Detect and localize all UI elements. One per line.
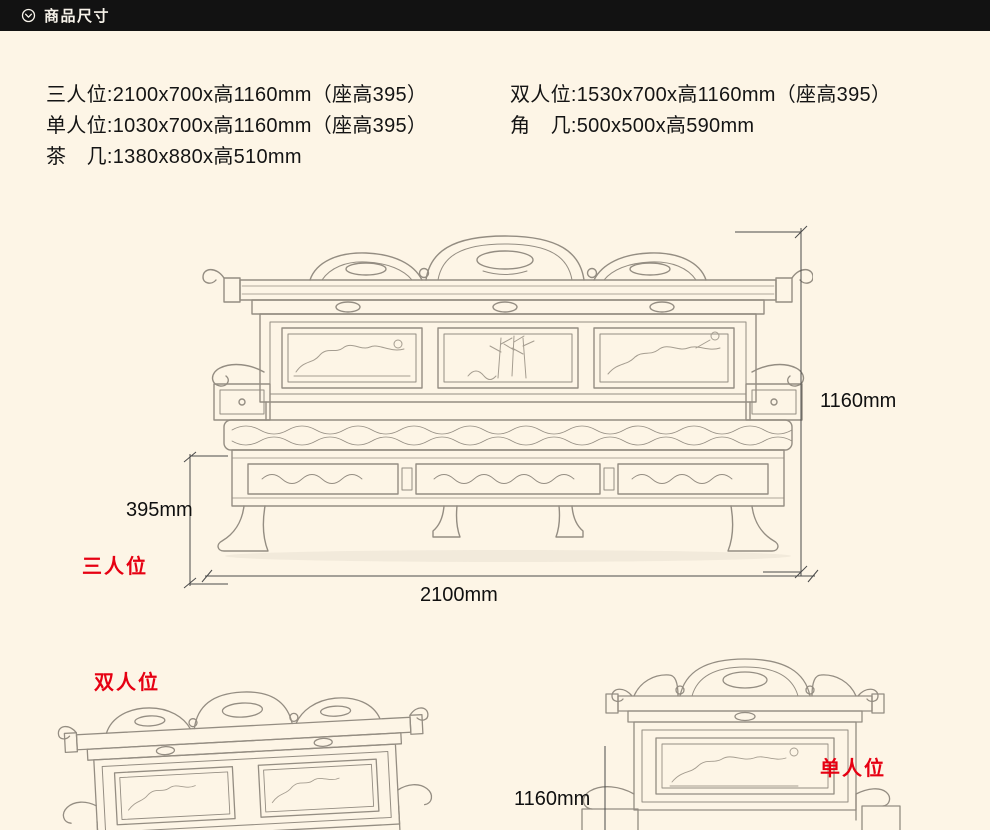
spec-three-seat: 三人位:2100x700x高1160mm（座高395） [46,84,428,106]
dimension-line-width [201,569,819,583]
label-single-seat: 单人位 [820,758,886,780]
dim-label-seat-height: 395mm [126,499,193,521]
dimension-line-height [735,225,808,579]
three-seat-sofa-sketch [202,235,813,562]
section-header-bar: 商品尺寸 [0,0,990,31]
dimension-line-seat-height [183,451,228,589]
spec-list-left: 三人位:2100x700x高1160mm（座高395） 单人位:1030x700… [46,80,427,173]
spec-two-seat: 双人位:1530x700x高1160mm（座高395） [510,84,892,106]
label-two-seat: 双人位 [94,672,160,694]
spec-corner-table: 角 几:500x500x高590mm [510,115,755,137]
section-title: 商品尺寸 [44,8,111,25]
spec-tea-table: 茶 几:1380x880x高510mm [46,146,302,168]
label-three-seat: 三人位 [82,556,148,578]
spec-single-seat: 单人位:1030x700x高1160mm（座高395） [46,115,428,137]
spec-list-right: 双人位:1530x700x高1160mm（座高395） 角 几:500x500x… [510,80,891,142]
chevron-circle-icon [21,8,36,23]
dim-label-width: 2100mm [420,584,498,606]
dim-label-height: 1160mm [820,390,897,412]
two-seat-sofa-sketch [57,691,433,830]
dim-label-bottom-height: 1160mm [514,788,591,810]
dimension-line-bottom-height [604,746,606,830]
single-seat-sofa-sketch [581,658,901,830]
